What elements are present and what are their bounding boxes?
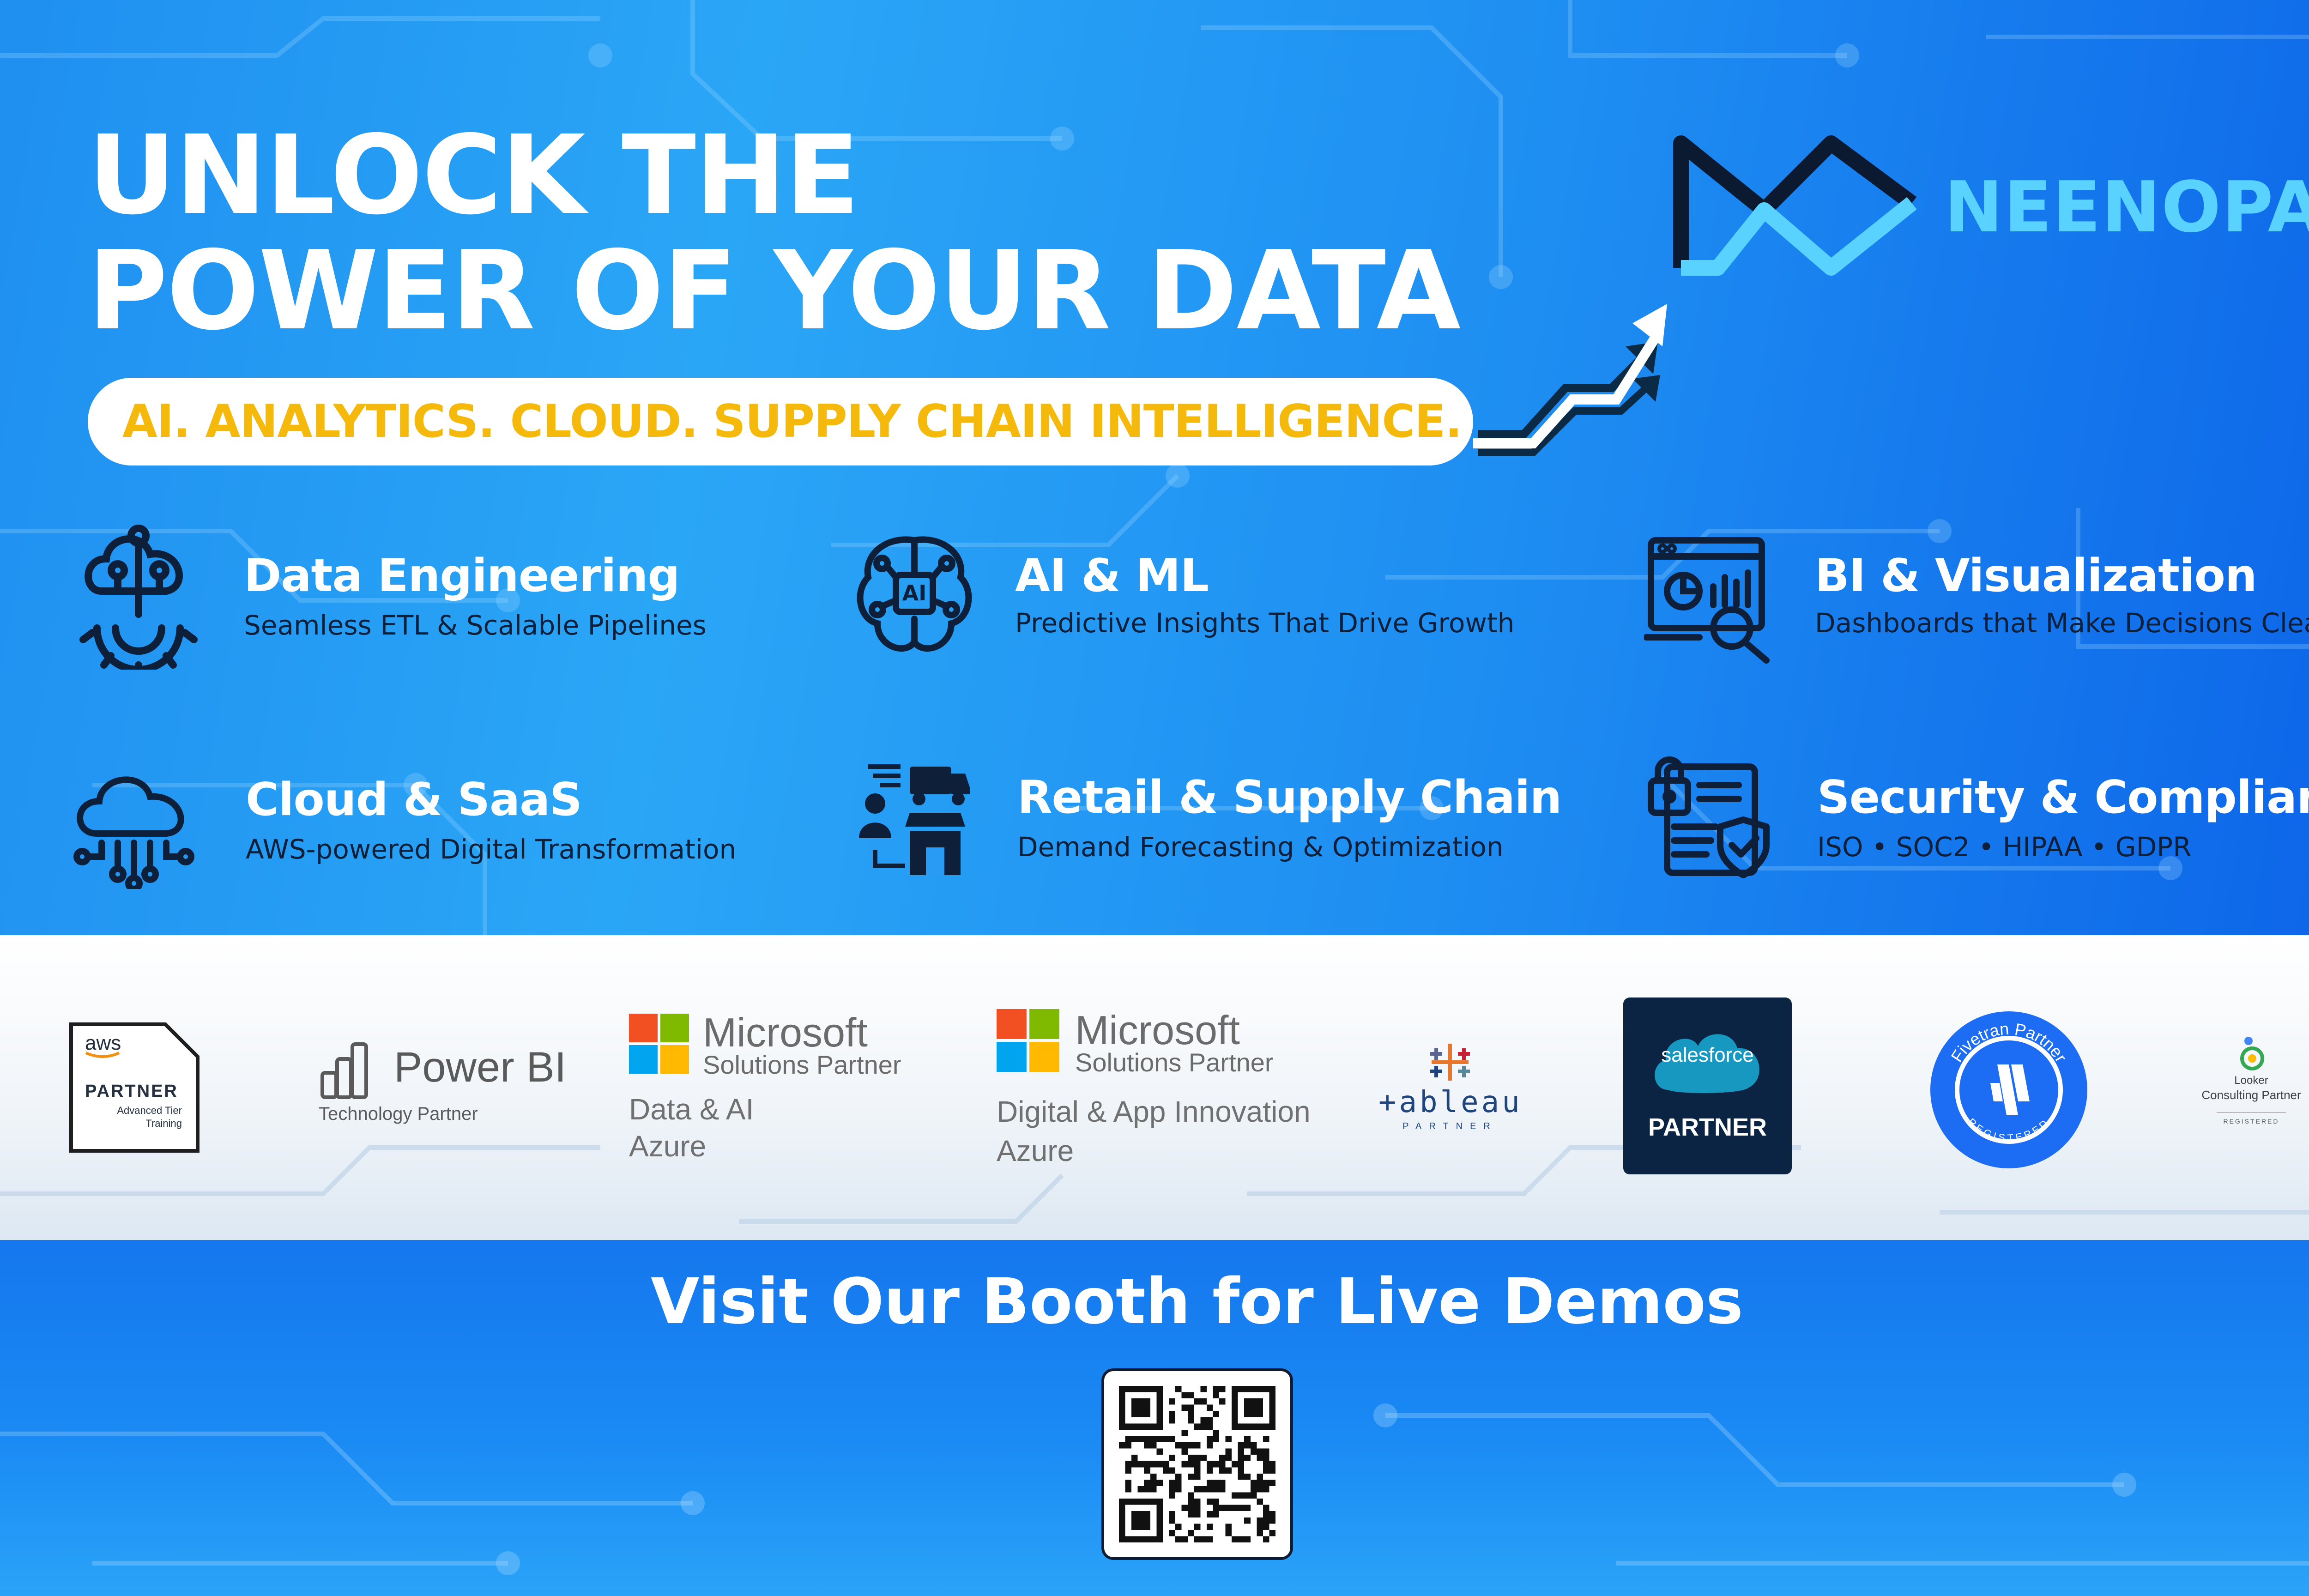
aws-brand: aws xyxy=(85,1032,121,1054)
secure-document-icon xyxy=(1648,756,1770,878)
service-desc-security-compliance: ISO • SOC2 • HIPAA • GDPR xyxy=(1817,831,2192,863)
growth-arrows-icon xyxy=(1473,304,1667,456)
powerbi-name: Power BI xyxy=(394,1044,567,1091)
tableau-sub: PARTNER xyxy=(1402,1121,1498,1131)
salesforce-sub: PARTNER xyxy=(1648,1113,1767,1141)
microsoft-azure: Azure xyxy=(629,1130,707,1163)
headline-line-2: POWER OF YOUR DATA xyxy=(88,227,1461,354)
fivetran-partner-badge: Fivetran Partner REGISTERED xyxy=(1928,1009,2090,1171)
microsoft-sub: Solutions Partner xyxy=(703,1050,901,1079)
microsoft-digital-app: Digital & App Innovation xyxy=(997,1095,1311,1128)
tagline-text: AI. ANALYTICS. CLOUD. SUPPLY CHAIN INTEL… xyxy=(122,395,1463,448)
looker-divider xyxy=(2217,1112,2286,1113)
neenopal-logo-icon xyxy=(1673,135,1917,276)
partner-strip xyxy=(0,935,2309,1240)
service-title-data-engineering: Data Engineering xyxy=(244,550,680,602)
service-desc-cloud-saas: AWS-powered Digital Transformation xyxy=(246,834,737,865)
fivetran-seal-icon: Fivetran Partner REGISTERED xyxy=(1930,1011,2087,1168)
looker-name: Looker xyxy=(2234,1074,2268,1087)
service-desc-retail-supply-chain: Demand Forecasting & Optimization xyxy=(1017,831,1504,863)
looker-logo-icon xyxy=(2240,1037,2264,1070)
service-title-security-compliance: Security & Compliance xyxy=(1817,771,2309,824)
dashboard-magnifier-icon xyxy=(1644,537,1770,664)
looker-status: REGISTERED xyxy=(2223,1118,2279,1125)
microsoft-logo-icon xyxy=(997,1009,1059,1072)
powerbi-partner-logo: Power BI Technology Partner xyxy=(318,1037,576,1129)
service-title-retail-supply-chain: Retail & Supply Chain xyxy=(1017,771,1562,824)
salesforce-name: salesforce xyxy=(1661,1044,1754,1066)
powerbi-icon xyxy=(320,1042,368,1099)
ai-brain-icon: AI xyxy=(857,536,972,652)
service-desc-bi-visualization: Dashboards that Make Decisions Clear xyxy=(1815,607,2309,639)
microsoft-name: Microsoft xyxy=(1075,1007,1240,1053)
microsoft-data-ai: Data & AI xyxy=(629,1093,754,1126)
microsoft-azure: Azure xyxy=(997,1134,1074,1167)
microsoft-sub: Solutions Partner xyxy=(1075,1048,1274,1077)
looker-partner-logo: Looker Consulting Partner REGISTERED xyxy=(2189,1034,2309,1136)
cloud-gear-icon xyxy=(79,525,198,670)
tableau-name: +ableau xyxy=(1378,1085,1523,1119)
delivery-store-icon xyxy=(859,764,970,875)
salesforce-cloud-icon xyxy=(1655,1034,1759,1093)
headline: UNLOCK THE POWER OF YOUR DATA xyxy=(88,112,1461,354)
aws-tier: Advanced Tier xyxy=(117,1105,182,1116)
qr-code-icon xyxy=(1119,1386,1275,1542)
tagline-pill: AI. ANALYTICS. CLOUD. SUPPLY CHAIN INTEL… xyxy=(88,378,1473,466)
looker-sub: Consulting Partner xyxy=(2201,1088,2301,1102)
circuit-pattern-footer xyxy=(0,1403,2309,1575)
aws-badge-frame-icon xyxy=(69,1022,199,1153)
service-desc-data-engineering: Seamless ETL & Scalable Pipelines xyxy=(244,610,707,641)
tableau-plus-icon xyxy=(1430,1044,1470,1081)
hero-background xyxy=(0,0,2309,935)
service-title-ai-ml: AI & ML xyxy=(1015,550,1209,602)
service-title-bi-visualization: BI & Visualization xyxy=(1815,550,2257,602)
qr-code[interactable] xyxy=(1101,1368,1293,1560)
cloud-network-icon xyxy=(73,776,194,889)
microsoft-partner-data-ai: Microsoft Solutions Partner Data & AI Az… xyxy=(629,1009,934,1175)
powerbi-sub: Technology Partner xyxy=(319,1104,478,1124)
microsoft-logo-icon xyxy=(629,1014,689,1074)
brand-name: NEENOPAL xyxy=(1944,166,2309,248)
aws-partner-label: PARTNER xyxy=(85,1082,178,1101)
circuit-pattern-light xyxy=(0,1145,2309,1224)
salesforce-partner-badge: salesforce PARTNER xyxy=(1623,998,1792,1174)
microsoft-partner-digital-app: Microsoft Solutions Partner Digital & Ap… xyxy=(997,1007,1357,1173)
service-desc-ai-ml: Predictive Insights That Drive Growth xyxy=(1015,607,1515,639)
tableau-partner-logo: +ableau PARTNER xyxy=(1378,1039,1522,1141)
booth-cta: Visit Our Booth for Live Demos xyxy=(651,1265,1743,1338)
aws-partner-badge: aws PARTNER Advanced Tier Training xyxy=(68,1022,200,1154)
aws-sub: Training xyxy=(145,1118,182,1129)
service-title-cloud-saas: Cloud & SaaS xyxy=(246,774,582,826)
svg-text:AI: AI xyxy=(902,580,927,605)
microsoft-name: Microsoft xyxy=(703,1010,868,1055)
headline-line-1: UNLOCK THE xyxy=(88,112,860,239)
